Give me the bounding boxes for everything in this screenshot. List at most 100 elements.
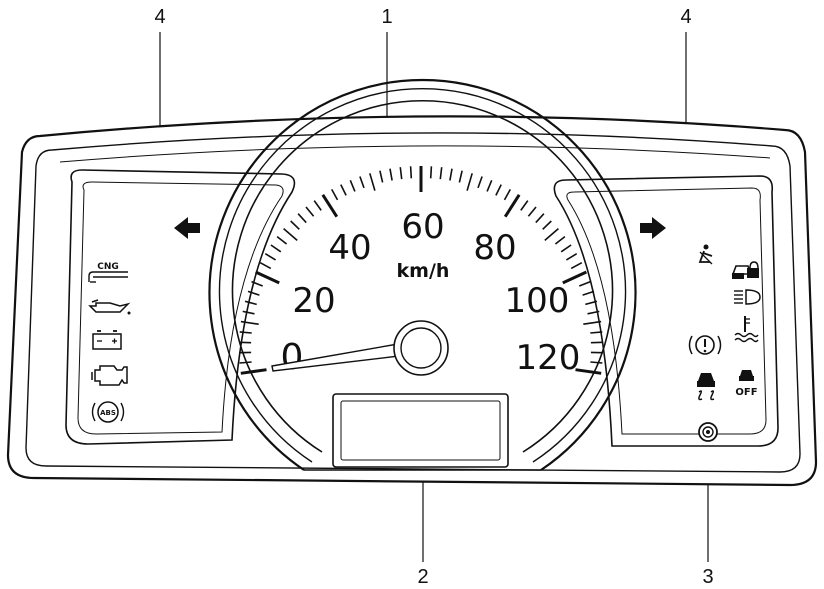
minor-tick <box>305 206 315 217</box>
minor-tick <box>359 176 365 189</box>
callout-4-left: 4 <box>154 6 166 28</box>
minor-tick <box>379 170 384 183</box>
right-indicator-panel-inner <box>566 187 767 435</box>
major-tick <box>321 193 339 218</box>
battery-icon <box>92 330 122 350</box>
minor-tick <box>239 361 252 364</box>
minor-tick <box>585 300 598 306</box>
minor-tick <box>466 173 473 191</box>
odometer-display <box>332 393 509 468</box>
coolant-temperature-icon <box>734 316 759 343</box>
minor-tick <box>290 220 300 230</box>
left-indicator-panel <box>65 169 296 445</box>
cng-icon: CNG <box>88 262 128 283</box>
major-tick <box>575 368 602 375</box>
major-tick <box>254 270 280 285</box>
cluster-top-line <box>59 145 771 163</box>
minor-tick <box>439 167 443 180</box>
speedometer-bezel-mid <box>218 88 627 463</box>
svg-text:OFF: OFF <box>735 387 757 398</box>
minor-tick <box>340 184 347 196</box>
minor-tick <box>495 184 502 196</box>
dial-label-40: 40 <box>328 228 371 268</box>
minor-tick <box>330 189 339 201</box>
minor-tick <box>570 261 583 270</box>
security-lock-icon <box>731 261 759 279</box>
minor-tick <box>560 244 572 253</box>
minor-tick <box>259 261 272 270</box>
speedometer-bezel-inner <box>231 99 614 453</box>
speed-unit-label: km/h <box>397 260 450 282</box>
right-indicator-panel <box>553 175 779 447</box>
cluster-inner-housing <box>25 132 801 473</box>
minor-tick <box>242 310 255 315</box>
minor-tick <box>349 179 356 192</box>
oil-pressure-icon <box>88 299 131 315</box>
minor-tick <box>409 166 413 179</box>
left-turn-arrow-icon <box>174 217 200 239</box>
dial-label-60: 60 <box>401 207 444 247</box>
minor-tick <box>565 253 578 261</box>
minor-tick <box>429 166 433 179</box>
minor-tick <box>276 235 288 245</box>
minor-tick <box>247 290 260 296</box>
minor-tick <box>590 361 603 364</box>
minor-tick <box>503 189 512 201</box>
minor-tick <box>527 206 537 217</box>
minor-tick <box>542 220 552 230</box>
minor-tick <box>251 280 263 287</box>
dial-label-120: 120 <box>516 338 581 378</box>
cluster-outer-housing <box>6 115 818 487</box>
minor-tick <box>270 244 282 253</box>
minor-tick <box>240 320 259 325</box>
minor-tick <box>583 320 602 325</box>
adjustment-knob <box>698 422 718 442</box>
svg-text:ABS: ABS <box>100 409 116 417</box>
speedometer-ticks <box>239 166 603 375</box>
traction-control-icon <box>697 373 715 401</box>
minor-tick <box>297 213 307 224</box>
minor-tick <box>582 290 595 296</box>
right-turn-arrow-icon <box>640 217 666 239</box>
minor-tick <box>458 170 463 183</box>
dial-label-0: 0 <box>281 337 304 378</box>
major-tick <box>240 368 267 375</box>
svg-text:CNG: CNG <box>97 262 119 272</box>
callout-1: 1 <box>381 6 393 28</box>
dial-label-80: 80 <box>473 228 516 268</box>
minor-tick <box>449 168 453 181</box>
headlight-icon <box>734 289 761 305</box>
minor-tick <box>520 200 529 211</box>
callout-2: 2 <box>417 566 429 588</box>
check-engine-icon <box>91 365 128 386</box>
brake-warning-icon <box>688 335 722 355</box>
minor-tick <box>590 331 603 334</box>
left-indicator-panel-inner <box>77 181 284 435</box>
minor-tick <box>399 167 403 180</box>
minor-tick <box>486 179 493 192</box>
minor-tick <box>477 176 483 189</box>
dial-label-100: 100 <box>505 281 570 321</box>
major-tick <box>562 270 588 285</box>
minor-tick <box>579 280 591 287</box>
dial-label-20: 20 <box>292 281 335 321</box>
minor-tick <box>313 200 322 211</box>
speedometer-needle <box>271 320 449 376</box>
minor-tick <box>554 235 566 245</box>
traction-control-off-icon: OFF <box>735 370 758 398</box>
minor-tick <box>544 227 559 242</box>
abs-icon: ABS <box>91 401 125 423</box>
minor-tick <box>587 310 600 315</box>
minor-tick <box>239 331 252 334</box>
major-tick <box>503 193 521 218</box>
minor-tick <box>244 300 257 306</box>
seatbelt-warning-icon <box>698 244 713 265</box>
minor-tick <box>264 253 277 261</box>
speedometer-bezel-outer <box>208 78 637 471</box>
minor-tick <box>283 227 298 242</box>
callout-3: 3 <box>702 566 714 588</box>
minor-tick <box>535 213 545 224</box>
callout-4-right: 4 <box>680 6 692 28</box>
minor-tick <box>389 168 393 181</box>
